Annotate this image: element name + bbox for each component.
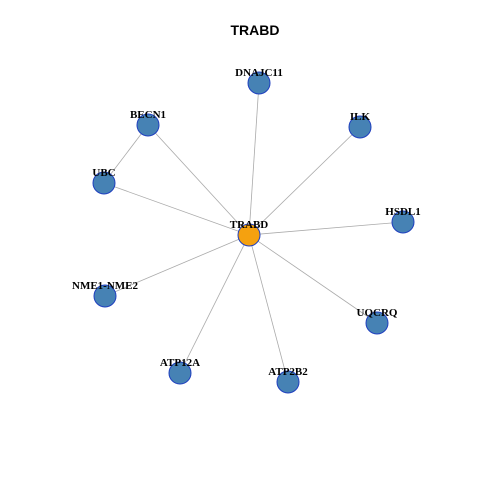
edge-trabd-ilk bbox=[248, 126, 361, 236]
edge-trabd-hsdl1 bbox=[248, 221, 404, 236]
nodes-layer bbox=[92, 71, 415, 394]
node-label-atp12a: ATP12A bbox=[160, 357, 200, 369]
edge-trabd-ubc bbox=[103, 182, 250, 236]
node-label-uqcrq: UQCRQ bbox=[357, 307, 398, 319]
node-label-hsdl1: HSDL1 bbox=[385, 206, 420, 218]
edge-trabd-dnajc11 bbox=[248, 82, 260, 236]
node-label-trabd: TRABD bbox=[230, 219, 269, 231]
node-label-dnajc11: DNAJC11 bbox=[235, 67, 283, 79]
node-label-becn1: BECN1 bbox=[130, 109, 166, 121]
node-hsdl1[interactable] bbox=[391, 210, 415, 234]
node-label-atp2b2: ATP2B2 bbox=[268, 366, 308, 378]
node-label-nme1-nme2: NME1-NME2 bbox=[72, 280, 138, 292]
edge-trabd-atp2b2 bbox=[248, 234, 289, 383]
node-uqcrq[interactable] bbox=[365, 311, 389, 335]
edge-trabd-atp12a bbox=[179, 234, 250, 374]
node-ubc[interactable] bbox=[92, 171, 116, 195]
node-becn1[interactable] bbox=[136, 113, 160, 137]
node-atp2b2[interactable] bbox=[276, 370, 300, 394]
node-label-ilk: ILK bbox=[350, 111, 371, 123]
edge-trabd-becn1 bbox=[147, 124, 250, 236]
graph-title: TRABD bbox=[231, 22, 280, 38]
node-label-ubc: UBC bbox=[92, 167, 115, 179]
node-trabd[interactable] bbox=[237, 223, 261, 247]
edge-becn1-ubc bbox=[103, 124, 149, 184]
node-ilk[interactable] bbox=[348, 115, 372, 139]
node-atp12a[interactable] bbox=[168, 361, 192, 385]
edges-layer bbox=[103, 82, 404, 383]
edge-trabd-nme1-nme2 bbox=[104, 234, 250, 297]
edge-trabd-uqcrq bbox=[248, 234, 378, 324]
node-nme1-nme2[interactable] bbox=[93, 284, 117, 308]
node-dnajc11[interactable] bbox=[247, 71, 271, 95]
